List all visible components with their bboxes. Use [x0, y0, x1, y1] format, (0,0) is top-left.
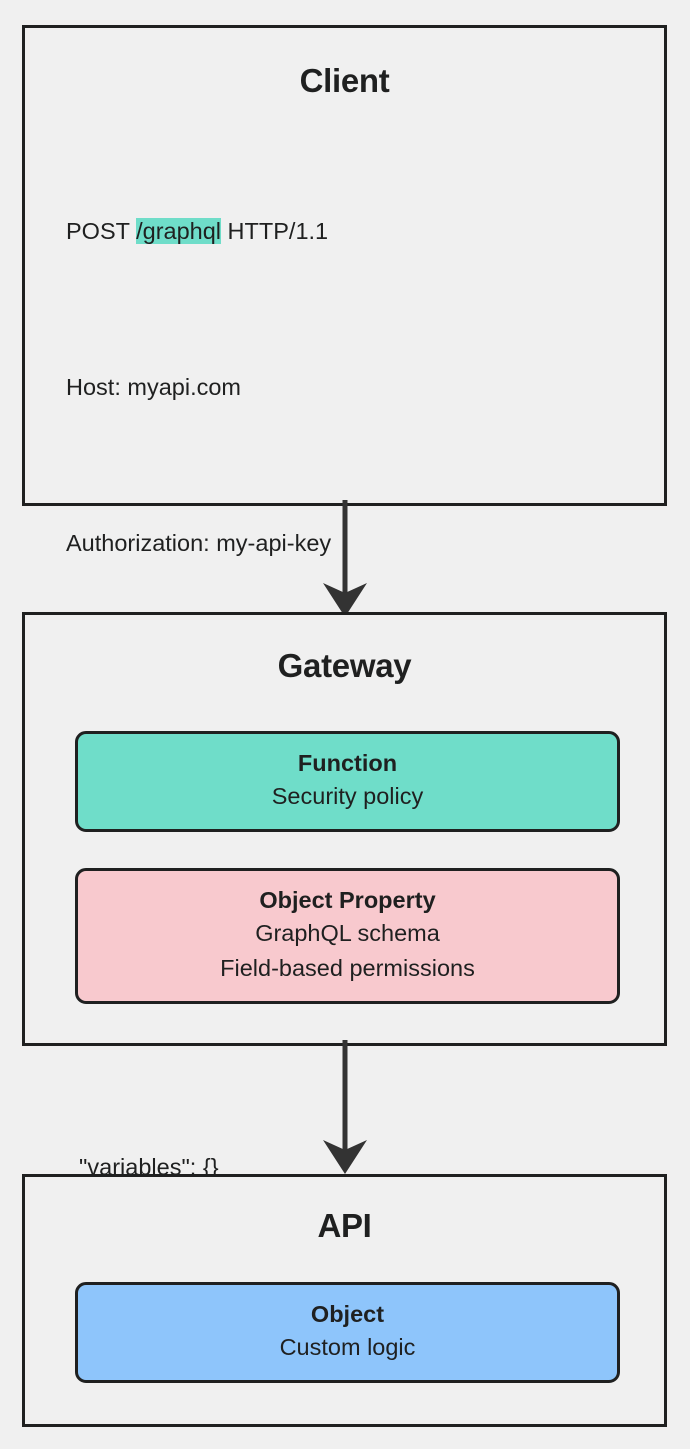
request-protocol-text: HTTP/1.1	[221, 218, 329, 244]
client-layer-box: Client POST /graphql HTTP/1.1 Host: myap…	[22, 25, 667, 1336]
arrow-client-to-gateway	[323, 500, 367, 617]
card-function[interactable]: Function Security policy	[75, 731, 620, 832]
api-layer-box: API Object Custom logic	[22, 1174, 667, 1427]
arrow-gateway-to-api	[323, 1040, 367, 1174]
card-object[interactable]: Object Custom logic	[75, 1282, 620, 1383]
request-path-highlight: /graphql	[136, 218, 222, 244]
gateway-title: Gateway	[277, 647, 412, 684]
gateway-layer-box: Gateway Function Security policy Object …	[22, 612, 667, 1046]
card-function-title: Function	[297, 750, 398, 776]
card-function-line-1: Security policy	[271, 783, 424, 809]
card-object-line-1: Custom logic	[279, 1334, 416, 1360]
card-object-property-line-2: Field-based permissions	[220, 955, 475, 981]
request-line-authorization: Authorization: my-api-key	[66, 530, 332, 556]
card-object-property[interactable]: Object Property GraphQL schema Field-bas…	[75, 868, 620, 1004]
card-object-property-line-1: GraphQL schema	[255, 920, 440, 946]
card-object-title: Object	[310, 1301, 385, 1327]
api-title: API	[317, 1207, 372, 1244]
card-object-property-title: Object Property	[259, 887, 436, 913]
client-title: Client	[299, 62, 390, 99]
request-line-host: Host: myapi.com	[66, 374, 241, 400]
request-line-method: POST /graphql HTTP/1.1	[66, 212, 664, 251]
request-method-text: POST	[66, 218, 137, 244]
